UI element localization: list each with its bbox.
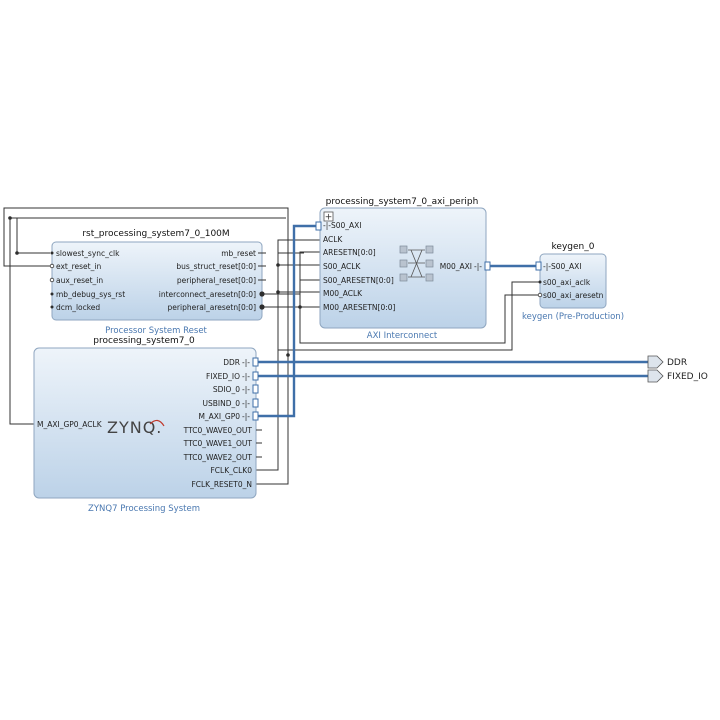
port-ext-reset-in[interactable]: ext_reset_in [56, 262, 101, 271]
port-keygen-s00-axi[interactable]: -|-S00_AXI [543, 262, 582, 271]
wire-peripheral-aresetn[interactable] [262, 279, 540, 344]
port-s00-axi-aclk[interactable]: s00_axi_aclk [543, 278, 591, 287]
port-mb-reset[interactable]: mb_reset [221, 249, 256, 258]
crossbar-icon [399, 245, 434, 282]
port-m00-axi[interactable]: M00_AXI [440, 262, 472, 271]
port-peripheral-aresetn[interactable]: peripheral_aresetn[0:0] [168, 303, 257, 312]
block-rst-processing-system7[interactable]: rst_processing_system7_0_100M slowest_sy… [49, 229, 266, 336]
port-m00-aresetn[interactable]: M00_ARESETN[0:0] [323, 303, 396, 312]
junction-dot [276, 290, 280, 294]
zynq-logo: ZYNQ. [107, 418, 162, 437]
port-s00-aresetn[interactable]: S00_ARESETN[0:0] [323, 276, 394, 285]
external-port-label: FIXED_IO [667, 372, 708, 382]
block-title: rst_processing_system7_0_100M [82, 229, 229, 239]
block-subtitle: ZYNQ7 Processing System [88, 504, 200, 514]
port-usbind-0[interactable]: USBIND_0 [202, 399, 240, 408]
wire-interconnect-aresetn[interactable] [262, 251, 320, 295]
port-m-axi-gp0[interactable]: M_AXI_GP0 [198, 412, 240, 421]
port-bus-struct-reset[interactable]: bus_struct_reset[0:0] [176, 262, 256, 271]
wires [3, 207, 540, 485]
output-port-icon [647, 355, 664, 369]
port-slowest-sync-clk[interactable]: slowest_sync_clk [56, 249, 120, 258]
port-m-axi-gp0-aclk[interactable]: M_AXI_GP0_ACLK [37, 420, 103, 429]
port-m00-aclk[interactable]: M00_ACLK [323, 289, 363, 298]
port-ddr[interactable]: DDR [223, 358, 240, 367]
bus-m-axi-gp0[interactable] [258, 224, 318, 418]
block-title: processing_system7_0_axi_periph [326, 197, 479, 207]
output-port-icon [647, 369, 664, 383]
port-ttc0-wave1-out[interactable]: TTC0_WAVE1_OUT [183, 439, 253, 448]
svg-text:-|-: -|- [242, 358, 250, 367]
port-fclk-reset0-n[interactable]: FCLK_RESET0_N [191, 480, 252, 489]
block-title: keygen_0 [552, 242, 595, 252]
port-fixed-io[interactable]: FIXED_IO [206, 372, 240, 381]
bus-connector-icon [535, 261, 542, 271]
external-port-ddr[interactable]: DDR [647, 355, 687, 369]
rst-left-pins [49, 251, 55, 309]
svg-text:-|-: -|- [242, 372, 250, 381]
junction-dot [298, 305, 302, 309]
junction-dot [286, 353, 290, 357]
block-processing-system7[interactable]: processing_system7_0 M_AXI_GP0_ACLK ZYNQ… [33, 336, 262, 514]
svg-text:+: + [325, 213, 333, 223]
zynq-logo-swoosh-icon [149, 419, 165, 427]
rst-right-pins [258, 252, 266, 310]
block-subtitle: AXI Interconnect [367, 331, 438, 341]
block-keygen[interactable]: keygen_0 -|-S00_AXI s00_axi_aclk s00_axi… [522, 242, 624, 322]
port-interconnect-aresetn[interactable]: interconnect_aresetn[0:0] [159, 290, 256, 299]
expand-icon[interactable] [323, 211, 334, 222]
port-peripheral-reset[interactable]: peripheral_reset[0:0] [177, 276, 256, 285]
block-subtitle: Processor System Reset [105, 326, 207, 336]
block-title: processing_system7_0 [93, 336, 195, 346]
port-ttc0-wave2-out[interactable]: TTC0_WAVE2_OUT [183, 453, 253, 462]
bus-connector-icon [484, 261, 491, 271]
port-aux-reset-in[interactable]: aux_reset_in [56, 276, 103, 285]
external-port-fixed-io[interactable]: FIXED_IO [647, 369, 708, 383]
port-mb-debug-sys-rst[interactable]: mb_debug_sys_rst [56, 290, 125, 299]
port-s00-axi-aresetn[interactable]: s00_axi_aresetn [543, 291, 604, 300]
port-fclk-clk0[interactable]: FCLK_CLK0 [210, 466, 252, 475]
port-ttc0-wave0-out[interactable]: TTC0_WAVE0_OUT [183, 426, 253, 435]
port-s00-aclk[interactable]: S00_ACLK [323, 262, 361, 271]
block-subtitle: keygen (Pre-Production) [522, 312, 624, 322]
port-dcm-locked[interactable]: dcm_locked [56, 303, 100, 312]
junction-dot [15, 251, 19, 255]
port-aclk[interactable]: ACLK [323, 235, 343, 244]
ps7-right-ports: DDR FIXED_IO SDIO_0 USBIND_0 M_AXI_GP0 -… [183, 357, 262, 489]
block-axi-interconnect[interactable]: processing_system7_0_axi_periph + -|-S00… [315, 197, 491, 341]
bus-connector-icon [315, 221, 322, 231]
external-port-label: DDR [667, 358, 687, 368]
port-aresetn[interactable]: ARESETN[0:0] [323, 248, 376, 257]
port-s00-axi[interactable]: -|-S00_AXI [323, 221, 362, 230]
svg-text:-|-: -|- [242, 412, 250, 421]
svg-text:-|-: -|- [474, 262, 482, 271]
port-sdio-0[interactable]: SDIO_0 [213, 385, 240, 394]
junction-dot [276, 263, 280, 267]
junction-dot [8, 216, 12, 220]
buses [258, 224, 648, 418]
svg-text:-|-: -|- [242, 385, 250, 394]
wire-fclk-reset0-n[interactable] [3, 207, 289, 485]
svg-text:-|-: -|- [242, 399, 250, 408]
wire-fclk-clk0[interactable] [9, 217, 540, 471]
